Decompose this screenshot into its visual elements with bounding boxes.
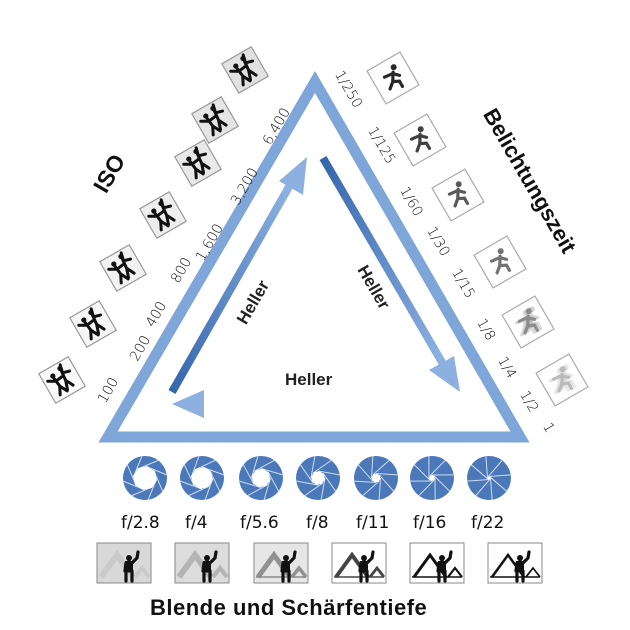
arrow-bottom-left-icon <box>172 390 455 418</box>
dancers-icon <box>173 138 223 188</box>
mountain-person-icon <box>487 542 543 584</box>
arrow-right-down-icon <box>319 155 460 392</box>
aperture-icon <box>467 456 511 500</box>
dancers-icon <box>190 95 240 145</box>
aperture-icon <box>296 456 340 500</box>
running-man-icon <box>535 353 589 407</box>
dancers-icon <box>138 190 188 240</box>
iso-icons <box>37 45 270 405</box>
aperture-icons <box>123 456 511 500</box>
running-man-icon <box>501 295 555 349</box>
dancers-icon <box>37 355 87 405</box>
aperture-value: f/22 <box>471 513 505 533</box>
aperture-value: f/11 <box>356 513 390 533</box>
aperture-icon <box>354 456 398 500</box>
aperture-value: f/16 <box>413 513 447 533</box>
aperture-icon <box>239 456 283 500</box>
outer-triangle <box>98 71 530 443</box>
arrow-left-up-icon <box>168 157 307 394</box>
shutter-icons <box>366 51 589 407</box>
aperture-value: f/2.8 <box>121 513 160 533</box>
mountain-person-icon <box>331 542 387 584</box>
running-man-icon <box>393 113 447 167</box>
mountain-person-icon <box>409 542 465 584</box>
aperture-title: Blende und Schärfentiefe <box>150 595 428 620</box>
dancers-icon <box>98 243 148 293</box>
aperture-value: f/8 <box>306 513 329 533</box>
aperture-icon <box>123 456 167 500</box>
aperture-icon <box>180 456 224 500</box>
running-man-icon <box>473 235 527 289</box>
mountain-person-icon <box>253 542 309 584</box>
running-man-icon <box>431 168 485 222</box>
dancers-icon <box>220 45 270 95</box>
aperture-value: f/5.6 <box>240 513 279 533</box>
running-man-icon <box>366 51 420 105</box>
depth-of-field-icons <box>96 542 543 584</box>
aperture-value: f/4 <box>185 513 208 533</box>
mountain-person-icon <box>174 542 230 584</box>
heller-label-bottom: Heller <box>285 370 333 389</box>
dancers-icon <box>68 299 118 349</box>
aperture-icon <box>410 456 454 500</box>
mountain-person-icon <box>96 542 152 584</box>
